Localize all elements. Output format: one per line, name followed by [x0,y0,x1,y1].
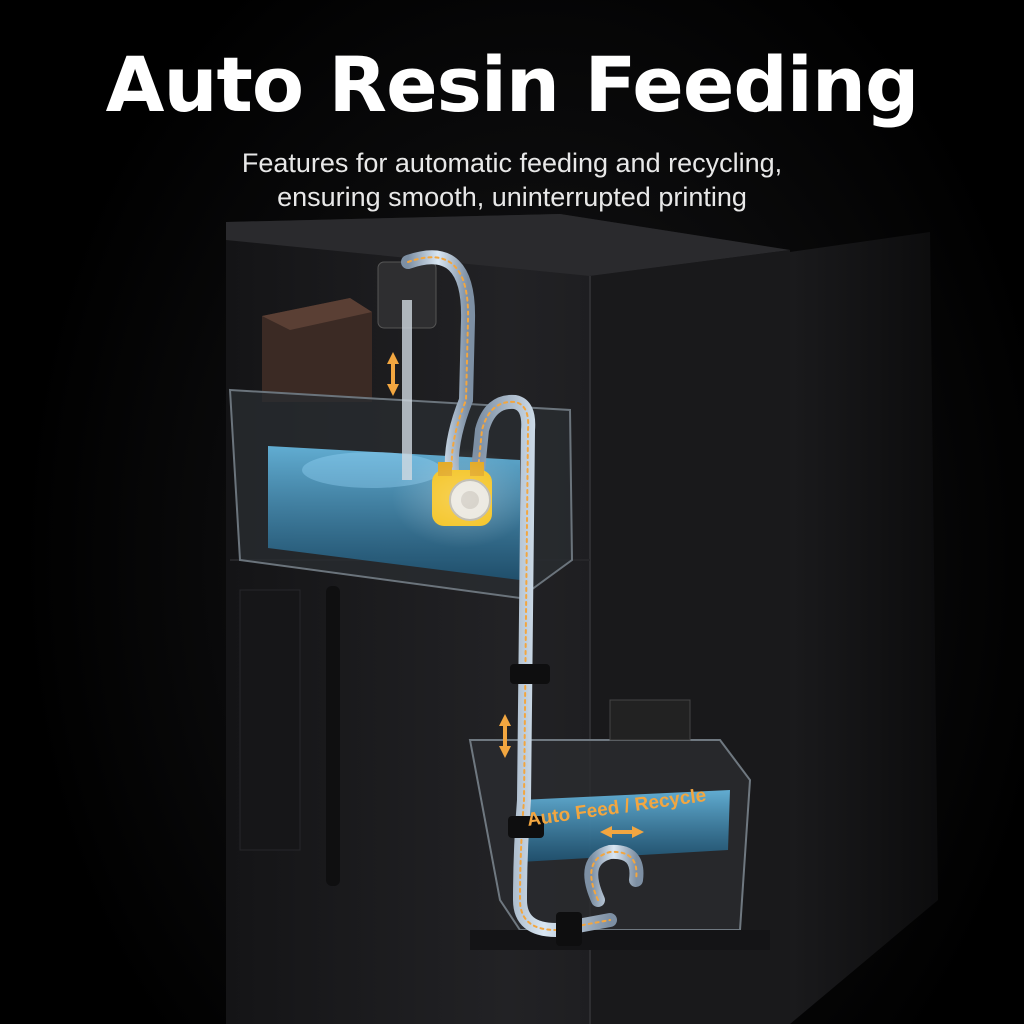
tube-clip [556,912,582,946]
pump-valve [392,448,532,548]
subtitle-line-2: ensuring smooth, uninterrupted printing [277,182,747,212]
tube-clip [508,816,544,838]
subtitle-line-1: Features for automatic feeding and recyc… [241,148,783,178]
updown-arrow-icon [387,352,399,396]
feed-tube [401,250,644,938]
leftright-arrow-icon [600,826,644,838]
tube-clip [510,664,550,684]
updown-arrow-icon [499,714,511,758]
page-title: Auto Resin Feeding [105,40,920,129]
